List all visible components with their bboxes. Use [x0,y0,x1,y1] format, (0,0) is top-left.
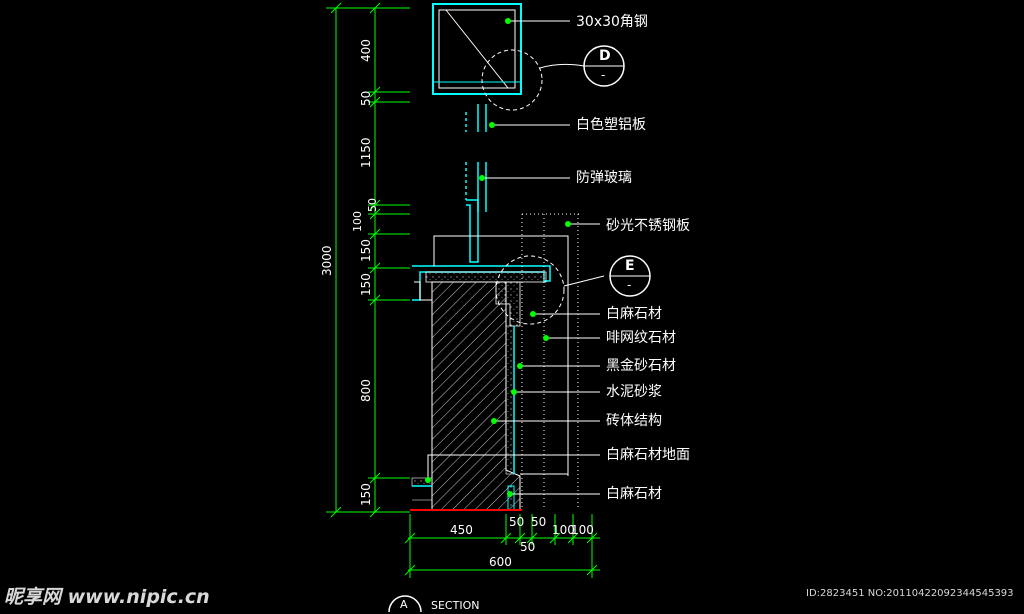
label-bulletproof-glass: 防弹玻璃 [576,170,632,186]
dim-150-c: 150 [359,483,373,506]
detail-circles [481,49,565,325]
label-white-stone: 白麻石材 [606,306,662,322]
base [410,477,522,511]
dim-150-a: 150 [359,239,373,262]
glass-profile [465,104,487,263]
label-black-gold-stone: 黑金砂石材 [606,358,676,374]
label-brick-structure: 砖体结构 [606,413,662,429]
dim-total-width: 600 [489,555,512,569]
label-white-stone-floor: 白麻石材地面 [606,447,690,463]
label-cement-mortar: 水泥砂浆 [606,384,662,400]
label-coffee-stone: 啡网纹石材 [606,330,676,346]
dim-450: 450 [450,523,473,537]
horizontal-dimension-lines [404,514,600,578]
dim-50-top-a: 50 [509,515,525,529]
dim-800: 800 [359,379,373,402]
callout-d-sub: - [601,68,606,82]
dim-150-b: 150 [359,273,373,296]
watermark-logo: 昵享网 www.nipic.cn [4,586,210,608]
callout-a-letter: A [400,598,408,611]
vertical-dimension-lines [326,2,410,518]
callout-bubbles [388,45,651,612]
dim-50-a: 50 [359,90,373,106]
stainless-panel [521,213,580,510]
dim-50-bottom: 50 [520,540,536,554]
label-white-stone-base: 白麻石材 [606,486,662,502]
leader-dots [425,18,571,497]
callout-e-letter: E [625,258,635,274]
dim-400: 400 [359,39,373,62]
section-title: SECTION [431,599,480,612]
watermark-id: ID:2823451 NO:20110422092344545393 [806,588,1014,599]
label-aluminum-panel: 白色塑铝板 [576,117,646,133]
dim-100: 100 [351,211,364,232]
dim-50-top-b: 50 [531,515,547,529]
dim-total-height: 3000 [320,245,334,276]
callout-e-sub: - [627,278,632,292]
label-stainless-panel: 砂光不锈钢板 [606,218,690,234]
dim-100-a: 100 [552,523,575,537]
callout-leaders [539,63,605,287]
dim-50-b: 50 [366,198,379,212]
angle-steel-frame [432,3,522,95]
callout-d-letter: D [599,48,611,64]
label-angle-steel: 30x30角钢 [576,14,648,30]
dim-1150: 1150 [359,137,373,168]
dim-100-b: 100 [571,523,594,537]
leader-lines [427,20,600,495]
brick-core [414,281,521,511]
